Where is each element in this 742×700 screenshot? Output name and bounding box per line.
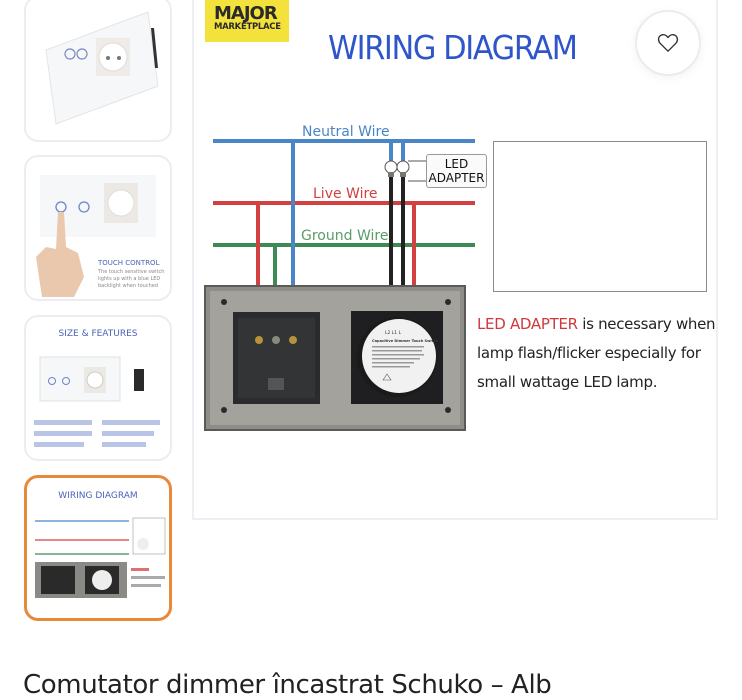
thumbnail-2[interactable]: TOUCH CONTROL The touch sensitive switch… xyxy=(24,155,172,301)
touch-control-photo xyxy=(36,175,156,297)
favorite-button[interactable] xyxy=(635,10,701,76)
size-features-photo xyxy=(34,356,160,447)
led-adapter-box: LED ADAPTER xyxy=(426,154,487,188)
led-adapter-line2: ADAPTER xyxy=(428,171,485,185)
ground-wire-label: Ground Wire xyxy=(301,228,389,244)
switch-socket-photo xyxy=(45,11,159,125)
heart-icon xyxy=(657,33,679,52)
brand-badge: MAJOR MARKETPLACE xyxy=(205,0,289,42)
thumbnail-4-active[interactable]: WIRING DIAGRAM xyxy=(24,475,172,621)
brand-badge-line1: MAJOR xyxy=(214,3,278,24)
thumbnail-1[interactable] xyxy=(24,0,172,142)
led-adapter-note: LED ADAPTER is necessary when lamp flash… xyxy=(477,310,722,397)
thumbnail-title: SIZE & FEATURES xyxy=(58,329,138,339)
thumbnail-title: WIRING DIAGRAM xyxy=(58,491,138,501)
led-adapter-line1: LED xyxy=(444,157,469,171)
thumbnail-caption-title: TOUCH CONTROL xyxy=(98,259,160,267)
note-text: is necessary when lamp flash/flicker esp… xyxy=(477,315,716,391)
svg-text:L2 L1 L: L2 L1 L xyxy=(385,330,402,336)
svg-text:Capacitive Dimmer Touch Switch: Capacitive Dimmer Touch Switch xyxy=(372,339,438,343)
thumbnail-caption-text: The touch sensitive switch lights up wit… xyxy=(98,269,165,289)
wiring-diagram-thumbnail xyxy=(35,517,166,598)
live-wire-label: Live Wire xyxy=(313,186,378,202)
brand-badge-line2: MARKETPLACE xyxy=(214,22,281,32)
neutral-wire-label: Neutral Wire xyxy=(302,124,390,140)
note-highlight: LED ADAPTER xyxy=(477,315,578,333)
led-bulb-photo xyxy=(493,141,707,292)
product-title: Comutator dimmer încastrat Schuko – Alb xyxy=(23,670,552,700)
diagram-title: WIRING DIAGRAM xyxy=(328,28,578,67)
thumbnail-3[interactable]: SIZE & FEATURES xyxy=(24,315,172,461)
